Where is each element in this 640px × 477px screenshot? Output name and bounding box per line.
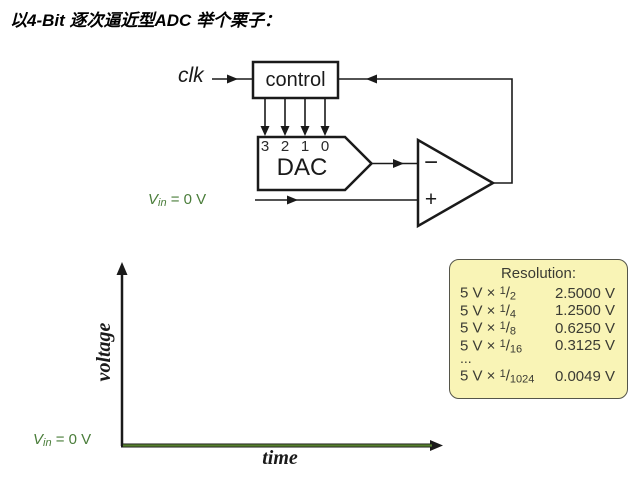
dac-bit-3-label: 3 bbox=[260, 138, 270, 155]
resolution-value: 2.5000 V bbox=[554, 284, 615, 302]
dac-output-arrowhead-icon bbox=[393, 159, 404, 168]
graph-vin-symbol: V bbox=[33, 431, 44, 448]
resolution-value: 0.6250 V bbox=[554, 319, 615, 337]
graph-vin-subscript: in bbox=[43, 437, 52, 449]
time-axis-label: time bbox=[262, 447, 298, 469]
dac-bit-arrowheads-icon bbox=[260, 126, 330, 136]
dac-label: DAC bbox=[276, 154, 328, 181]
vin-symbol: V bbox=[148, 191, 159, 208]
feedback-wire bbox=[338, 78, 513, 184]
resolution-value: 1.2500 V bbox=[554, 302, 615, 319]
resolution-ellipsis: ... bbox=[460, 350, 472, 366]
resolution-row: 5 V × 1/4 1.2500 V bbox=[450, 301, 627, 320]
dac-bit-1-label: 1 bbox=[300, 138, 310, 155]
dac-shape bbox=[256, 135, 374, 192]
clk-label: clk bbox=[178, 64, 204, 87]
resolution-value: 0.3125 V bbox=[554, 337, 615, 354]
resolution-panel: Resolution: 5 V × 1/2 2.5000 V 5 V × 1/4… bbox=[449, 259, 628, 399]
control-label: control bbox=[265, 68, 326, 91]
resolution-expression: 5 V × 1/1024 bbox=[460, 367, 535, 386]
resolution-expression: 5 V × 1/8 bbox=[460, 319, 517, 338]
dac-bit-2-label: 2 bbox=[280, 138, 290, 155]
resolution-row: 5 V × 1/16 0.3125 V bbox=[450, 336, 627, 355]
resolution-row: 5 V × 1/8 0.6250 V bbox=[450, 318, 627, 338]
graph-vin-value: = 0 V bbox=[51, 431, 92, 448]
resolution-expression: 5 V × 1/4 bbox=[460, 302, 517, 320]
resolution-expression: 5 V × 1/16 bbox=[460, 337, 523, 355]
resolution-expression: 5 V × 1/2 bbox=[460, 284, 517, 303]
comparator-minus-sign: − bbox=[423, 149, 438, 176]
vin-arrowhead-icon bbox=[287, 195, 298, 205]
clk-arrowhead-icon bbox=[227, 74, 238, 84]
voltage-axis-arrowhead-icon bbox=[116, 262, 128, 275]
vin-value: = 0 V bbox=[166, 191, 207, 208]
resolution-row: 5 V × 1/1024 0.0049 V bbox=[450, 366, 627, 386]
vin-subscript: in bbox=[158, 197, 167, 209]
resolution-row-ellipsis: ... bbox=[450, 350, 627, 366]
comparator-triangle bbox=[416, 137, 496, 229]
control-box bbox=[251, 60, 340, 100]
dac-bit-wires bbox=[264, 98, 326, 132]
time-axis-arrowhead-icon bbox=[430, 440, 443, 451]
page-title: 以4-Bit 逐次逼近型ADC 举个栗子： bbox=[10, 11, 282, 30]
resolution-title: Resolution: bbox=[500, 265, 577, 282]
voltage-axis-label: voltage bbox=[93, 322, 115, 382]
resolution-row: 5 V × 1/2 2.5000 V bbox=[450, 283, 627, 303]
resolution-value: 0.0049 V bbox=[554, 367, 615, 385]
graph-vin-label: Vin = 0 V bbox=[33, 431, 91, 449]
vin-input-label: Vin = 0 V bbox=[148, 191, 206, 209]
feedback-arrowhead-icon bbox=[366, 74, 377, 84]
comparator-plus-sign: + bbox=[424, 188, 438, 211]
dac-bit-0-label: 0 bbox=[320, 138, 330, 155]
